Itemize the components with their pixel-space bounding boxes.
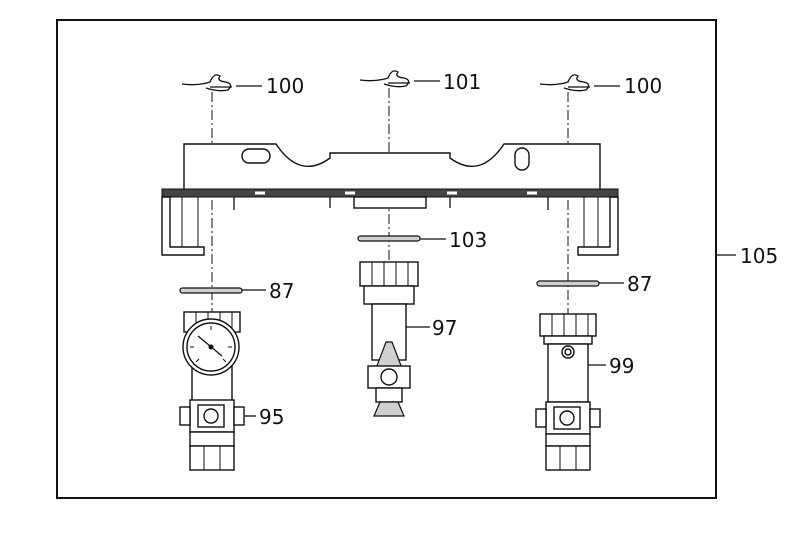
valve-center-with-handle [359, 261, 430, 417]
label-frame: 105 [740, 244, 778, 268]
label-screw-center: 101 [443, 70, 481, 94]
valve-left-with-gauge [179, 311, 256, 471]
washer-center [357, 235, 446, 242]
valve-right [535, 313, 606, 471]
washer-right [536, 280, 624, 287]
mounting-bracket [161, 143, 619, 256]
label-screw-left: 100 [266, 74, 304, 98]
screw-right [539, 74, 620, 92]
screw-left [181, 74, 262, 92]
drawing-frame [56, 19, 717, 499]
label-valve-right: 99 [609, 354, 634, 378]
washer-left [179, 287, 266, 294]
screw-center [359, 70, 440, 88]
label-washer-center: 103 [449, 228, 487, 252]
label-washer-right: 87 [627, 272, 652, 296]
label-screw-right: 100 [624, 74, 662, 98]
label-valve-center: 97 [432, 316, 457, 340]
label-washer-left: 87 [269, 279, 294, 303]
label-valve-left: 95 [259, 405, 284, 429]
